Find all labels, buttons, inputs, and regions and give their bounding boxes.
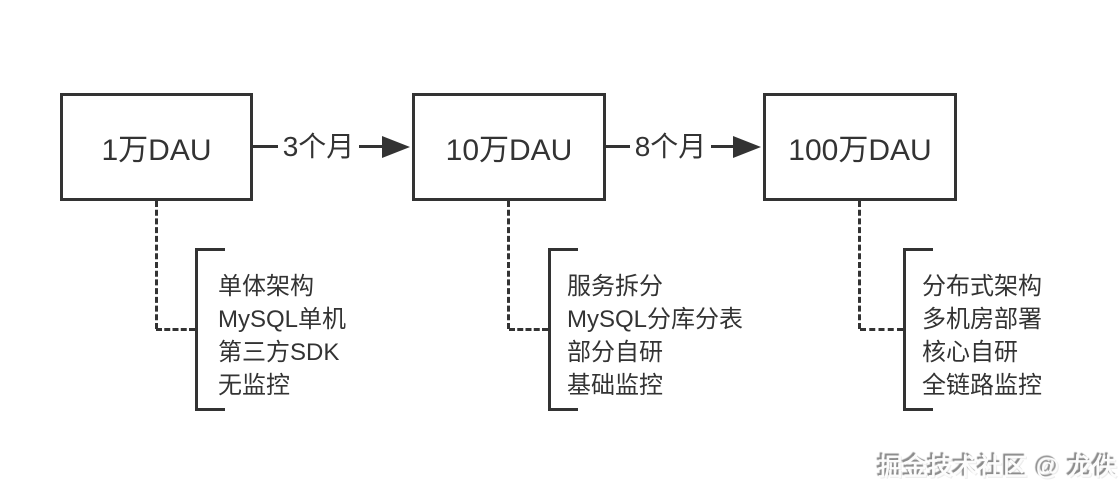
dashed-connector-horizontal-3 xyxy=(860,328,903,331)
dashed-connector-vertical-1 xyxy=(155,201,158,329)
feature-item: 单体架构 xyxy=(218,273,314,300)
arrowhead-right-icon xyxy=(382,136,410,158)
milestone-label: 1万DAU xyxy=(101,134,212,167)
transition-duration-label: 8个月 xyxy=(629,132,712,162)
feature-list-3: 分布式架构 多机房部署 核心自研 全链路监控 xyxy=(922,270,1042,402)
feature-item: 部分自研 xyxy=(567,339,663,366)
transition-label-wrap: 3个月 xyxy=(253,132,384,162)
feature-item: 核心自研 xyxy=(922,339,1018,366)
dashed-connector-vertical-2 xyxy=(507,201,510,329)
transition-duration-label: 3个月 xyxy=(277,132,360,162)
feature-item: 服务拆分 xyxy=(567,273,663,300)
feature-item: MySQL单机 xyxy=(218,306,347,333)
transition-arrow-2: 8个月 xyxy=(606,132,761,162)
milestone-label: 10万DAU xyxy=(445,134,573,167)
feature-item: MySQL分库分表 xyxy=(567,306,744,333)
feature-list-1: 单体架构 MySQL单机 第三方SDK 无监控 xyxy=(218,270,346,402)
watermark-text: 掘金技术社区 @ 龙佚 xyxy=(878,454,1118,481)
feature-item: 多机房部署 xyxy=(922,306,1042,333)
dashed-connector-vertical-3 xyxy=(858,201,861,329)
milestone-box-1wan-dau: 1万DAU xyxy=(60,93,253,201)
arrowhead-right-icon xyxy=(733,136,761,158)
dashed-connector-horizontal-2 xyxy=(509,328,548,331)
feature-item: 全链路监控 xyxy=(922,372,1042,399)
milestone-box-10wan-dau: 10万DAU xyxy=(412,93,606,201)
feature-item: 无监控 xyxy=(218,372,290,399)
transition-label-wrap: 8个月 xyxy=(606,132,735,162)
milestone-box-100wan-dau: 100万DAU xyxy=(763,93,957,201)
feature-bracket-1 xyxy=(195,248,225,411)
feature-bracket-2 xyxy=(548,248,578,411)
feature-bracket-3 xyxy=(903,248,933,411)
dashed-connector-horizontal-1 xyxy=(156,328,195,331)
feature-item: 第三方SDK xyxy=(218,339,340,366)
feature-item: 基础监控 xyxy=(567,372,663,399)
milestone-label: 100万DAU xyxy=(788,134,932,167)
feature-list-2: 服务拆分 MySQL分库分表 部分自研 基础监控 xyxy=(567,270,743,402)
transition-arrow-1: 3个月 xyxy=(253,132,410,162)
feature-item: 分布式架构 xyxy=(922,273,1042,300)
